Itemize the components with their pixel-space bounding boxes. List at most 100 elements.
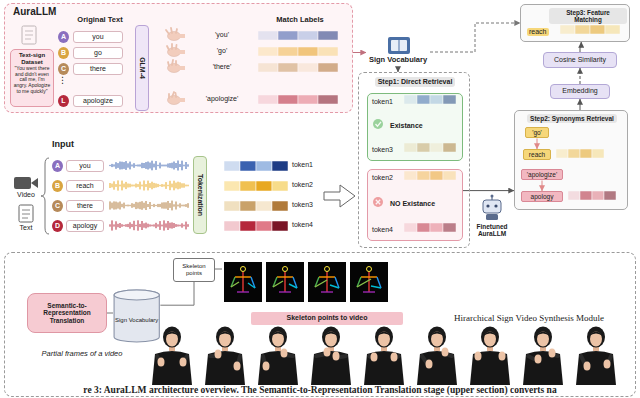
signer-figure — [475, 352, 482, 361]
node-text: reach — [76, 182, 94, 190]
signer-figure — [271, 332, 285, 337]
banner: Skeleton points to video — [251, 312, 403, 325]
signer-figure — [215, 350, 222, 359]
feature-bar — [240, 221, 256, 231]
model-label: Finetuned AuraLLM — [470, 223, 514, 238]
node-text: A — [61, 33, 66, 41]
skeleton-frame — [371, 286, 381, 288]
signer-figure — [484, 332, 496, 347]
signer-figure — [378, 332, 390, 347]
node-text: go — [94, 49, 102, 57]
process-box: Embedding — [550, 84, 610, 99]
label-slot: ⋮ — [57, 75, 68, 85]
signer-figure — [483, 332, 497, 337]
skeleton-frame — [321, 291, 333, 292]
vocabulary-icon — [388, 37, 410, 54]
label-slot: 'go' — [192, 47, 252, 55]
match-label: 'you' — [215, 31, 229, 39]
word-box: 'apologize' — [521, 169, 563, 180]
signer-figure — [523, 327, 563, 386]
module-region: Hirarchical Sign Video Synthesis Module S… — [4, 252, 636, 397]
connector — [430, 23, 520, 52]
figure-caption: re 3: AuraLLM architecture overview. The… — [83, 385, 556, 396]
node-text: AuraLLM — [13, 6, 56, 18]
skeleton-frame — [224, 262, 262, 302]
label-slot: Partial frames of a video — [20, 350, 144, 359]
signer-figure — [272, 332, 284, 347]
token-label: token1 — [292, 161, 313, 169]
node-text: apology — [531, 193, 554, 200]
signer-figure — [481, 327, 499, 348]
signer-figure — [589, 332, 603, 337]
feature-bar — [224, 161, 288, 171]
signer-figure — [205, 351, 245, 385]
word-box: apology — [521, 191, 563, 202]
connector — [580, 42, 581, 52]
section-label: Input — [52, 139, 74, 149]
signer-figure — [576, 327, 616, 386]
skeleton-frame — [363, 291, 375, 292]
label-slot: Input — [52, 139, 102, 149]
skeleton-frame — [315, 280, 327, 287]
skeleton-frame — [283, 267, 288, 272]
signer-figure — [263, 362, 270, 371]
word-box: reach — [523, 149, 551, 160]
node-text: you — [79, 162, 90, 170]
node-text: apology — [73, 222, 98, 230]
feature-bar — [224, 221, 288, 231]
feature-bar — [272, 201, 288, 211]
skeleton-frame — [266, 262, 304, 302]
signer-figure — [325, 332, 337, 347]
signer-figure — [364, 327, 404, 386]
signer-figure — [499, 352, 506, 361]
step-panel: Step3: Feature Matchingreach — [520, 4, 630, 42]
match-label: 'there' — [213, 63, 232, 71]
node-text: A — [55, 162, 60, 170]
node-text: Skeleton points — [174, 263, 214, 277]
node-text: C — [55, 202, 60, 210]
caption-slot: re 3: AuraLLM architecture overview. The… — [83, 385, 556, 396]
feature-bar — [224, 201, 288, 211]
node-text: you — [92, 33, 103, 41]
node-text: Step3: Feature Matching — [549, 8, 627, 24]
vocabulary-icon — [399, 40, 400, 51]
text-icon — [19, 205, 33, 222]
signer-figure — [431, 332, 443, 347]
process-box: Skeleton points — [173, 258, 215, 282]
text-slot: NO Existance — [390, 200, 460, 208]
feature-bar — [224, 181, 288, 191]
result-box: token2NO Existancetoken4 — [367, 169, 463, 241]
token-label: token3 — [292, 201, 313, 209]
connector — [580, 99, 581, 110]
word-box: there — [66, 200, 104, 212]
node-text: there — [90, 65, 106, 73]
skeleton-frame — [241, 267, 246, 272]
node-text: Cosine Similarity — [554, 56, 606, 64]
signer-figure — [417, 327, 457, 386]
feature-bar — [224, 161, 240, 171]
step-panel: Step1: Direct Retrievaltoken1Existanceto… — [358, 72, 470, 248]
signer-figure — [584, 362, 591, 371]
label-slot: Original Text — [70, 16, 130, 25]
node-text: B — [55, 182, 60, 190]
skeleton-frame — [235, 276, 251, 277]
word-box: apology — [66, 220, 104, 232]
skeleton-frame — [266, 262, 304, 302]
letter-circle: A — [52, 160, 63, 172]
signer-figure — [180, 358, 187, 367]
node-text: apologize — [83, 97, 113, 105]
signer-figure — [523, 351, 563, 385]
skeleton-frame — [308, 262, 346, 302]
feature-bar — [272, 161, 288, 171]
icon-label: Video — [17, 191, 35, 199]
node-text: Skeleton points to video — [287, 314, 368, 322]
signer-figure — [324, 348, 331, 357]
signer-figure — [587, 327, 605, 348]
feature-bar — [256, 201, 272, 211]
match-label: 'apologize' — [206, 95, 239, 103]
node-text: Hirarchical Sign Video Synthesis Module — [454, 313, 604, 323]
connector — [160, 282, 194, 305]
vocabulary-icon — [388, 37, 410, 54]
cylinder-outline — [114, 290, 159, 300]
skeleton-frame — [237, 291, 249, 292]
